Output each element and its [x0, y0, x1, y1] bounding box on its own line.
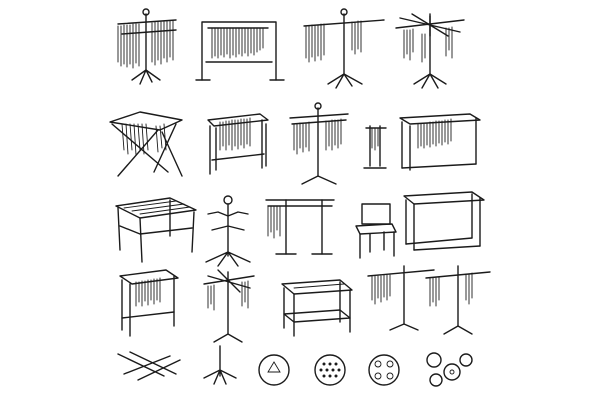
extruder-die-c — [368, 354, 400, 386]
mug-tree-stand — [205, 195, 251, 267]
wooden-dowels — [117, 351, 181, 381]
rotary-tree-rack — [395, 13, 465, 89]
tall-stand-rack-a — [117, 8, 177, 85]
small-chair — [355, 203, 397, 259]
tall-stand-rack-b — [303, 8, 385, 89]
frame-rack-with-pasta — [195, 21, 285, 81]
double-pole-rack — [265, 199, 335, 255]
cross-base — [203, 345, 237, 385]
single-pole-rack — [367, 265, 435, 331]
empty-frame-rack — [403, 191, 485, 251]
rotary-tree-rack-b — [203, 269, 255, 343]
stool-rack-b — [119, 269, 179, 337]
cross-stand-rack — [425, 265, 491, 335]
small-dies — [426, 352, 473, 387]
cart-rack — [281, 279, 353, 337]
stand-rack-with-small-stand — [289, 102, 387, 185]
stool-rack — [207, 113, 269, 175]
wooden-frame-rack — [399, 113, 481, 171]
extruder-die-a — [258, 354, 290, 386]
wooden-table — [115, 197, 197, 263]
extruder-die-b — [314, 354, 346, 386]
folding-x-rack — [109, 111, 183, 177]
